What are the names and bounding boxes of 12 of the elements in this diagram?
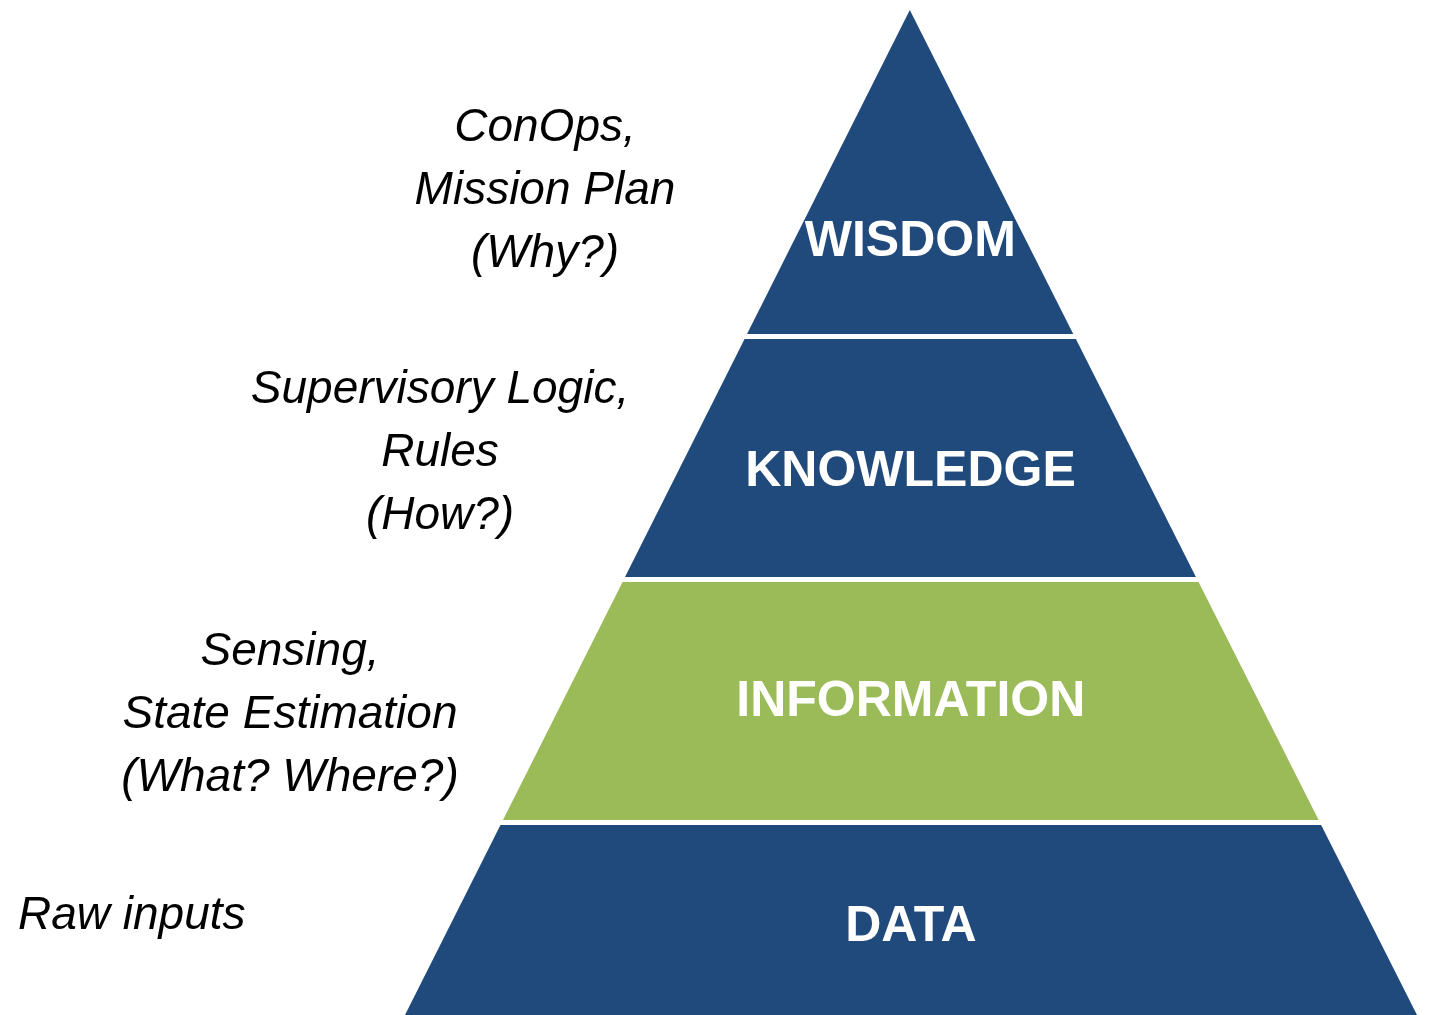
- pyramid-tier: [503, 582, 1319, 820]
- pyramid-base-tier: [405, 825, 1417, 1015]
- tier-label: DATA: [844, 895, 978, 953]
- pyramid-top-triangle: [747, 10, 1074, 334]
- tier-description: Supervisory Logic, Rules (How?): [249, 360, 631, 541]
- tier-description: Sensing, State Estimation (What? Where?): [120, 622, 460, 803]
- tier-description: ConOps, Mission Plan (Why?): [413, 98, 677, 279]
- tier-description: Raw inputs: [18, 886, 247, 941]
- pyramid-tier: [625, 339, 1196, 577]
- tier-label: KNOWLEDGE: [744, 440, 1077, 498]
- tier-label: WISDOM: [803, 210, 1017, 268]
- tier-label: INFORMATION: [735, 670, 1087, 728]
